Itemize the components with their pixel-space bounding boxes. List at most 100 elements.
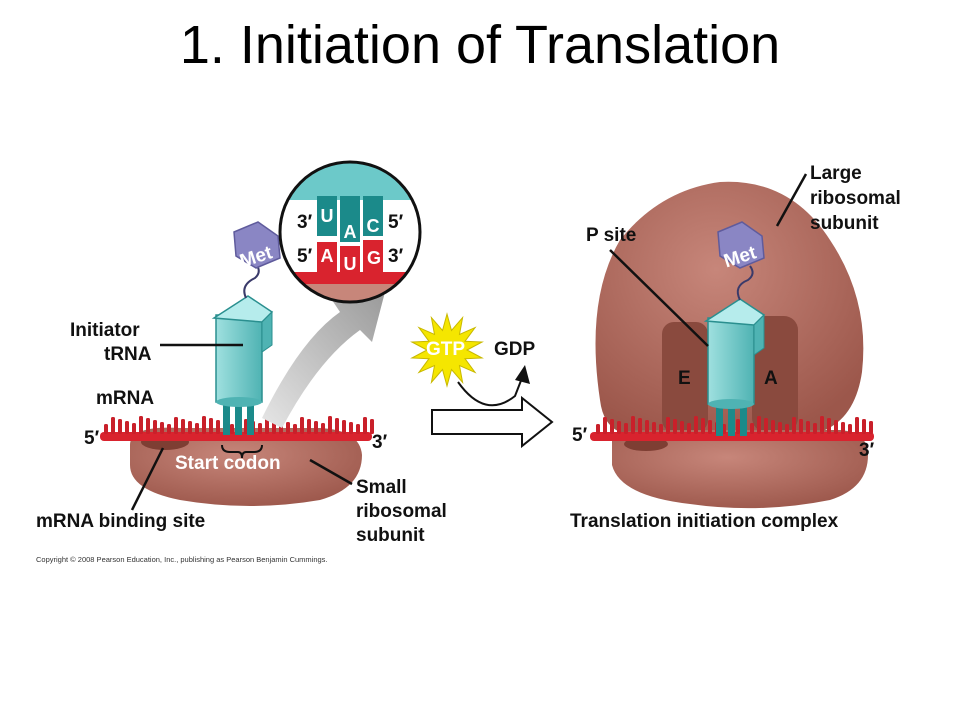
mrna-nucleotide xyxy=(314,421,318,434)
a-site-label: A xyxy=(764,368,778,389)
mrna-nucleotide xyxy=(785,424,789,434)
mrna-nucleotide xyxy=(153,420,157,434)
mrna-nucleotide xyxy=(335,418,339,434)
large-subunit-leader xyxy=(775,173,808,227)
mrna-nucleotide xyxy=(820,416,824,434)
mrna-nucleotide xyxy=(687,423,691,434)
mrna-nucleotide xyxy=(750,423,754,434)
copyright-text: Copyright © 2008 Pearson Education, Inc.… xyxy=(36,555,328,564)
mrna-nucleotide xyxy=(617,421,621,434)
mrna-nucleotide xyxy=(167,424,171,434)
small-ribosomal-subunit xyxy=(130,427,362,506)
start-codon-brace xyxy=(221,444,263,459)
initiator-trna-label-line1: Initiator xyxy=(70,320,140,341)
codon-base-1: A xyxy=(321,246,334,266)
mrna-nucleotide xyxy=(666,417,670,434)
mrna-nucleotide xyxy=(855,417,859,434)
mrna-nucleotide xyxy=(631,416,635,434)
mrna-nucleotide xyxy=(307,419,311,434)
large-subunit-label-line1: Large xyxy=(810,163,862,184)
mrna-nucleotide xyxy=(834,420,838,434)
small-subunit-leader xyxy=(309,458,353,486)
mrna-nucleotide xyxy=(328,416,332,434)
mrna-nucleotide xyxy=(293,424,297,434)
p-site-leader xyxy=(609,249,709,347)
mrna-nucleotide xyxy=(363,417,367,434)
anticodon-base-3: C xyxy=(367,216,380,236)
mrna-nucleotide xyxy=(258,423,262,434)
mrna-nucleotide xyxy=(174,417,178,434)
left-five-prime-label: 5′ xyxy=(84,428,100,449)
mrna-nucleotide xyxy=(645,420,649,434)
codon-5prime-label: 5′ xyxy=(297,246,313,267)
mrna-nucleotide xyxy=(624,423,628,434)
mrna-nucleotide xyxy=(848,424,852,434)
mrna-nucleotide xyxy=(862,419,866,434)
mrna-nucleotide xyxy=(778,422,782,434)
right-five-prime-label: 5′ xyxy=(572,425,588,446)
start-codon-label: Start codon xyxy=(175,453,281,474)
mrna-nucleotide xyxy=(356,424,360,434)
mrna-nucleotide xyxy=(209,418,213,434)
left-three-prime-label: 3′ xyxy=(372,432,388,453)
gdp-label: GDP xyxy=(494,339,536,360)
mrna-nucleotide xyxy=(342,420,346,434)
mrna-nucleotide xyxy=(596,424,600,434)
mrna-nucleotide xyxy=(757,416,761,434)
codon-base-3: G xyxy=(367,248,381,268)
mrna-nucleotide xyxy=(370,419,374,434)
met-amino-acid-left: Met xyxy=(233,221,281,272)
translation-initiation-complex-label: Translation initiation complex xyxy=(570,511,839,532)
mrna-label: mRNA xyxy=(96,388,154,409)
small-subunit-right xyxy=(612,430,868,509)
codon-3prime-label: 3′ xyxy=(388,246,404,267)
mrna-nucleotide xyxy=(806,421,810,434)
mrna-nucleotide xyxy=(652,422,656,434)
large-subunit-label-line2: ribosomal xyxy=(810,188,901,209)
e-site-label: E xyxy=(678,368,691,389)
mrna-nucleotide xyxy=(603,417,607,434)
mrna-binding-site-leader xyxy=(130,447,165,511)
zoom-arrow xyxy=(262,292,385,428)
initiator-trna-label-line2: tRNA xyxy=(104,344,152,365)
e-site-pocket xyxy=(662,322,708,432)
gtp-hydrolysis-arrow xyxy=(457,377,523,407)
mrna-nucleotide xyxy=(736,419,740,434)
mrna-binding-site-label: mRNA binding site xyxy=(36,511,205,532)
gtp-hydrolysis-arrowhead xyxy=(515,365,530,384)
mrna-nucleotide xyxy=(202,416,206,434)
mrna-nucleotide xyxy=(813,423,817,434)
large-subunit-label-line3: subunit xyxy=(810,213,879,234)
gtp-burst: GTP xyxy=(410,312,484,388)
anticodon-5prime-label: 5′ xyxy=(388,212,404,233)
mrna-nucleotide xyxy=(286,422,290,434)
mrna-strand-right xyxy=(590,416,874,441)
gtp-label: GTP xyxy=(426,339,465,360)
mrna-nucleotide xyxy=(792,417,796,434)
slide-title: 1. Initiation of Translation xyxy=(179,15,781,75)
process-arrow xyxy=(431,395,554,449)
mrna-nucleotide xyxy=(827,418,831,434)
initiator-trna-left xyxy=(211,263,274,435)
anticodon-base-1: U xyxy=(321,206,334,226)
mrna-nucleotide xyxy=(610,419,614,434)
mrna-nucleotide xyxy=(701,418,705,434)
mrna-nucleotide xyxy=(139,416,143,434)
mrna-nucleotide xyxy=(118,419,122,434)
mrna-nucleotide xyxy=(673,419,677,434)
mrna-nucleotide xyxy=(694,416,698,434)
initiator-trna-right xyxy=(703,265,766,436)
mrna-nucleotide xyxy=(869,421,873,434)
mrna-nucleotide xyxy=(349,422,353,434)
mrna-nucleotide xyxy=(771,420,775,434)
mrna-nucleotide xyxy=(230,424,234,434)
mrna-nucleotide xyxy=(659,424,663,434)
mrna-nucleotide xyxy=(300,417,304,434)
right-three-prime-label: 3′ xyxy=(859,440,875,461)
small-subunit-label-line3: subunit xyxy=(356,525,425,546)
p-site-label: P site xyxy=(586,225,636,246)
mrna-nucleotide xyxy=(132,423,136,434)
mrna-nucleotide xyxy=(841,422,845,434)
anticodon-3prime-label: 3′ xyxy=(297,212,313,233)
